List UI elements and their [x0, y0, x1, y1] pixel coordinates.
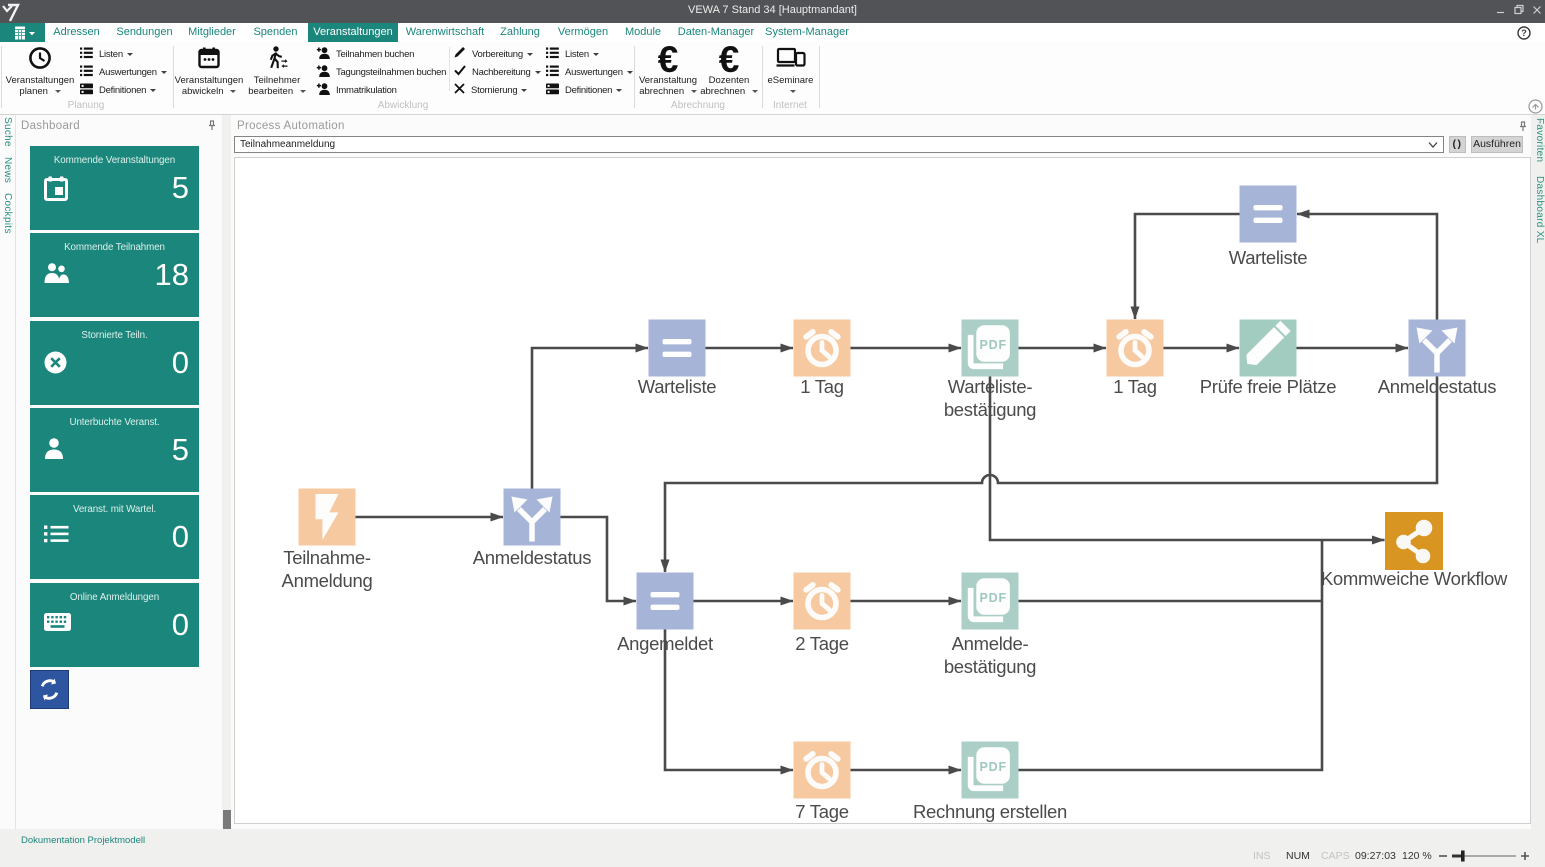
svg-text:Warteliste: Warteliste [638, 376, 717, 397]
svg-text:bestätigung: bestätigung [944, 656, 1036, 677]
svg-text:€: € [719, 46, 740, 78]
svg-text:2 Tage: 2 Tage [795, 633, 848, 654]
svg-text:Anmeldestatus: Anmeldestatus [473, 547, 592, 568]
svg-text:1 Tag: 1 Tag [1113, 376, 1156, 397]
svg-text:Anmeldung: Anmeldung [282, 570, 373, 591]
svg-text:Kommweiche Workflow: Kommweiche Workflow [1321, 568, 1508, 589]
svg-text:Prüfe freie Plätze: Prüfe freie Plätze [1200, 376, 1337, 397]
svg-text:Anmeldestatus: Anmeldestatus [1378, 376, 1497, 397]
svg-text:bestätigung: bestätigung [944, 399, 1036, 420]
svg-text:Anmelde-: Anmelde- [952, 633, 1029, 654]
svg-text:?: ? [1521, 28, 1527, 38]
svg-text:1 Tag: 1 Tag [800, 376, 843, 397]
svg-text:Rechnung erstellen: Rechnung erstellen [913, 801, 1067, 822]
svg-text:Warteliste-: Warteliste- [948, 376, 1033, 397]
svg-text:€: € [658, 46, 679, 78]
svg-text:7 Tage: 7 Tage [795, 801, 848, 822]
svg-text:Teilnahme-: Teilnahme- [283, 547, 371, 568]
svg-text:Warteliste: Warteliste [1229, 247, 1308, 268]
svg-text:Angemeldet: Angemeldet [617, 633, 713, 654]
